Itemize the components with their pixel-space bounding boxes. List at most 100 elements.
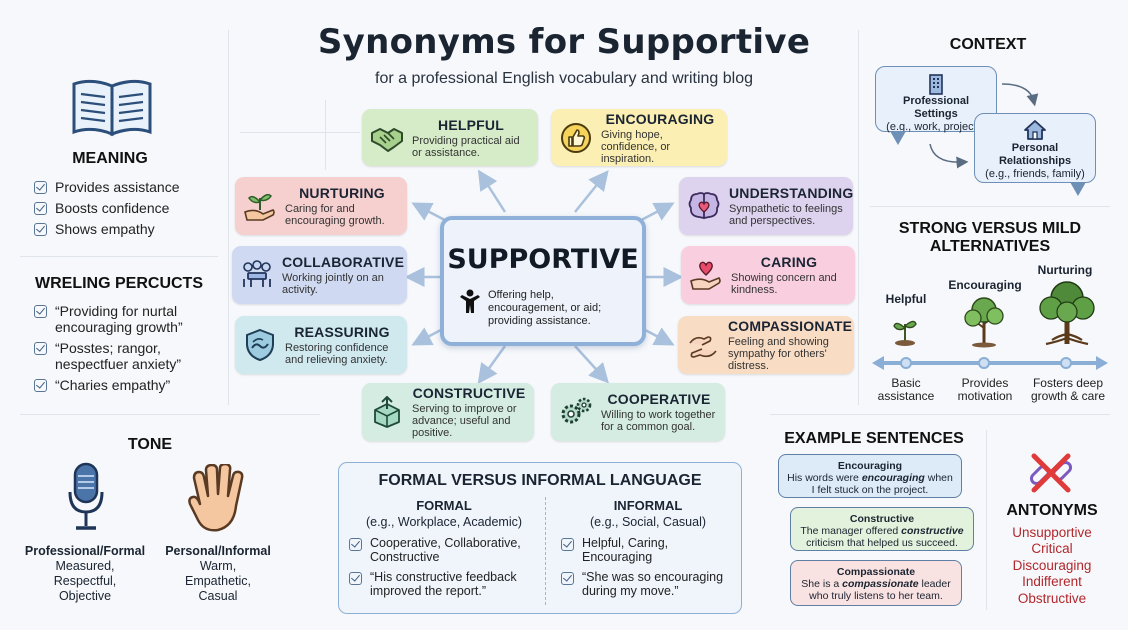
tone-heading: TONE	[127, 436, 173, 453]
person-support-icon	[458, 289, 482, 315]
formal-informal-box: FORMAL VERSUS INFORMAL LANGUAGE FORMAL (…	[338, 462, 742, 614]
divider-grid-a	[240, 132, 360, 133]
young-tree-icon	[960, 292, 1008, 348]
heart-hand-icon	[689, 258, 723, 292]
card-title: REASSURING	[294, 324, 390, 340]
antonyms-list: Unsupportive Critical Discouraging Indif…	[994, 525, 1110, 607]
seedling-icon	[890, 310, 920, 346]
card-title: CARING	[760, 254, 818, 270]
context-personal: Personal Relationships (e.g., friends, f…	[974, 113, 1096, 183]
waving-hand-icon	[186, 462, 248, 534]
card-title: COLLABORATIVE	[282, 254, 405, 270]
list-item: “Charies empathy”	[34, 377, 214, 393]
checkbox-icon	[561, 538, 574, 551]
checkbox-icon	[34, 202, 47, 215]
checkbox-icon	[34, 181, 47, 194]
shield-wave-icon	[243, 328, 277, 362]
antonym-item: Discouraging	[1012, 557, 1092, 573]
synonym-card-caring: CARING Showing concern and kindness.	[681, 246, 855, 304]
strength-heading: STRONG VERSUS MILD ALTERNATIVES	[898, 220, 1082, 255]
antonym-item: Unsupportive	[1012, 525, 1092, 540]
center-desc: Offering help, encouragement, or aid; pr…	[488, 289, 602, 327]
card-title: NURTURING	[299, 185, 385, 201]
card-desc: Giving hope, confidence, or inspiration.	[601, 128, 671, 165]
antonym-item: Indifferent	[1022, 574, 1082, 590]
page-subtitle: for a professional English vocabulary an…	[375, 70, 753, 87]
list-item: Helpful, Caring, Encouraging	[561, 536, 735, 564]
tone-informal: Personal/Informal Warm, Empathetic, Casu…	[156, 544, 280, 604]
example-head: Compassionate	[836, 566, 916, 578]
strength-encouraging-label: Encouraging	[948, 278, 1022, 292]
antonyms-heading: ANTONYMS	[1006, 502, 1098, 519]
bubble-tail	[1070, 182, 1086, 196]
building-icon	[882, 73, 990, 95]
card-desc: Serving to improve or advance; useful an…	[412, 403, 517, 439]
list-item: “Posstes; rangor, nespectfuer anxiety”	[34, 340, 214, 372]
card-desc: Willing to work together for a common go…	[601, 409, 716, 433]
informal-head: INFORMAL	[613, 498, 683, 513]
context-arrows	[929, 83, 1039, 169]
tone-informal-label: Personal/Informal	[165, 544, 271, 558]
list-item: Cooperative, Collaborative, Constructive	[349, 536, 539, 564]
list-item: “His constructive feedback improved the …	[349, 570, 539, 598]
divider-grid-b	[325, 100, 326, 170]
card-title: COMPASSIONATE	[728, 318, 853, 334]
giving-hands-icon	[686, 328, 720, 362]
examples-heading: EXAMPLE SENTENCES	[784, 430, 964, 447]
example-encouraging: Encouraging His words were encouraging w…	[778, 454, 962, 498]
context-personal-title: Personal Relationships	[998, 142, 1072, 167]
bubble-tail	[890, 131, 906, 145]
divider-ex-ant	[986, 430, 987, 610]
formal-informal-heading: FORMAL VERSUS INFORMAL LANGUAGE	[378, 472, 702, 489]
context-professional-sub: (e.g., work, projects)	[886, 121, 986, 133]
card-desc: Feeling and showing sympathy for others'…	[728, 336, 829, 372]
seedling-hand-icon	[243, 189, 277, 223]
checkbox-icon	[34, 223, 47, 236]
checkbox-icon	[561, 572, 574, 585]
usage-heading: WRELING PERCUCTS	[35, 275, 203, 292]
synonym-card-constructive: CONSTRUCTIVE Serving to improve or advanc…	[362, 383, 534, 441]
informal-sub: (e.g., Social, Casual)	[589, 515, 707, 529]
handshake-icon	[370, 121, 404, 155]
synonym-card-collaborative: COLLABORATIVE Working jointly on an activ…	[232, 246, 407, 304]
informal-column: INFORMAL (e.g., Social, Casual) Helpful,…	[561, 499, 735, 603]
card-desc: Working jointly on an activity.	[282, 272, 384, 296]
center-title: SUPPORTIVE	[447, 244, 639, 275]
checkbox-icon	[34, 305, 47, 318]
usage-list: “Providing for nurtal encouraging growth…	[34, 303, 214, 398]
list-item: Boosts confidence	[34, 200, 214, 216]
antonym-item: Obstructive	[1017, 590, 1087, 606]
checkbox-icon	[349, 572, 362, 585]
divider-left	[228, 30, 229, 405]
card-title: ENCOURAGING	[605, 110, 715, 127]
card-desc: Sympathetic to feelings and perspectives…	[729, 203, 843, 227]
formal-column: FORMAL (e.g., Workplace, Academic) Coope…	[349, 499, 539, 603]
tone-formal-desc: Measured, Respectful, Objective	[53, 559, 117, 603]
checkbox-icon	[34, 379, 47, 392]
example-head: Encouraging	[837, 460, 903, 472]
formal-sub: (e.g., Workplace, Academic)	[365, 515, 523, 529]
strength-scale-arrow	[872, 356, 1108, 370]
example-head: Constructive	[849, 513, 915, 525]
microphone-icon	[66, 462, 106, 534]
card-title: CONSTRUCTIVE	[412, 385, 526, 401]
card-title: COOPERATIVE	[607, 391, 711, 407]
context-heading: CONTEXT	[949, 36, 1027, 53]
divider-left-bottom	[20, 414, 320, 415]
page-title: Synonyms for Supportive	[317, 22, 811, 62]
dashed-divider	[545, 497, 546, 605]
context-professional-title: Professional Settings	[902, 95, 970, 120]
card-desc: Showing concern and kindness.	[731, 272, 837, 296]
open-book-icon	[70, 76, 154, 138]
formal-head: FORMAL	[416, 498, 472, 513]
strength-fosters: Fosters deep growth & care	[1030, 376, 1106, 403]
checkbox-icon	[349, 538, 362, 551]
synonym-card-compassionate: COMPASSIONATE Feeling and showing sympath…	[678, 316, 854, 374]
center-term-card: SUPPORTIVE Offering help, encouragement,…	[440, 216, 646, 346]
team-table-icon	[240, 258, 274, 292]
